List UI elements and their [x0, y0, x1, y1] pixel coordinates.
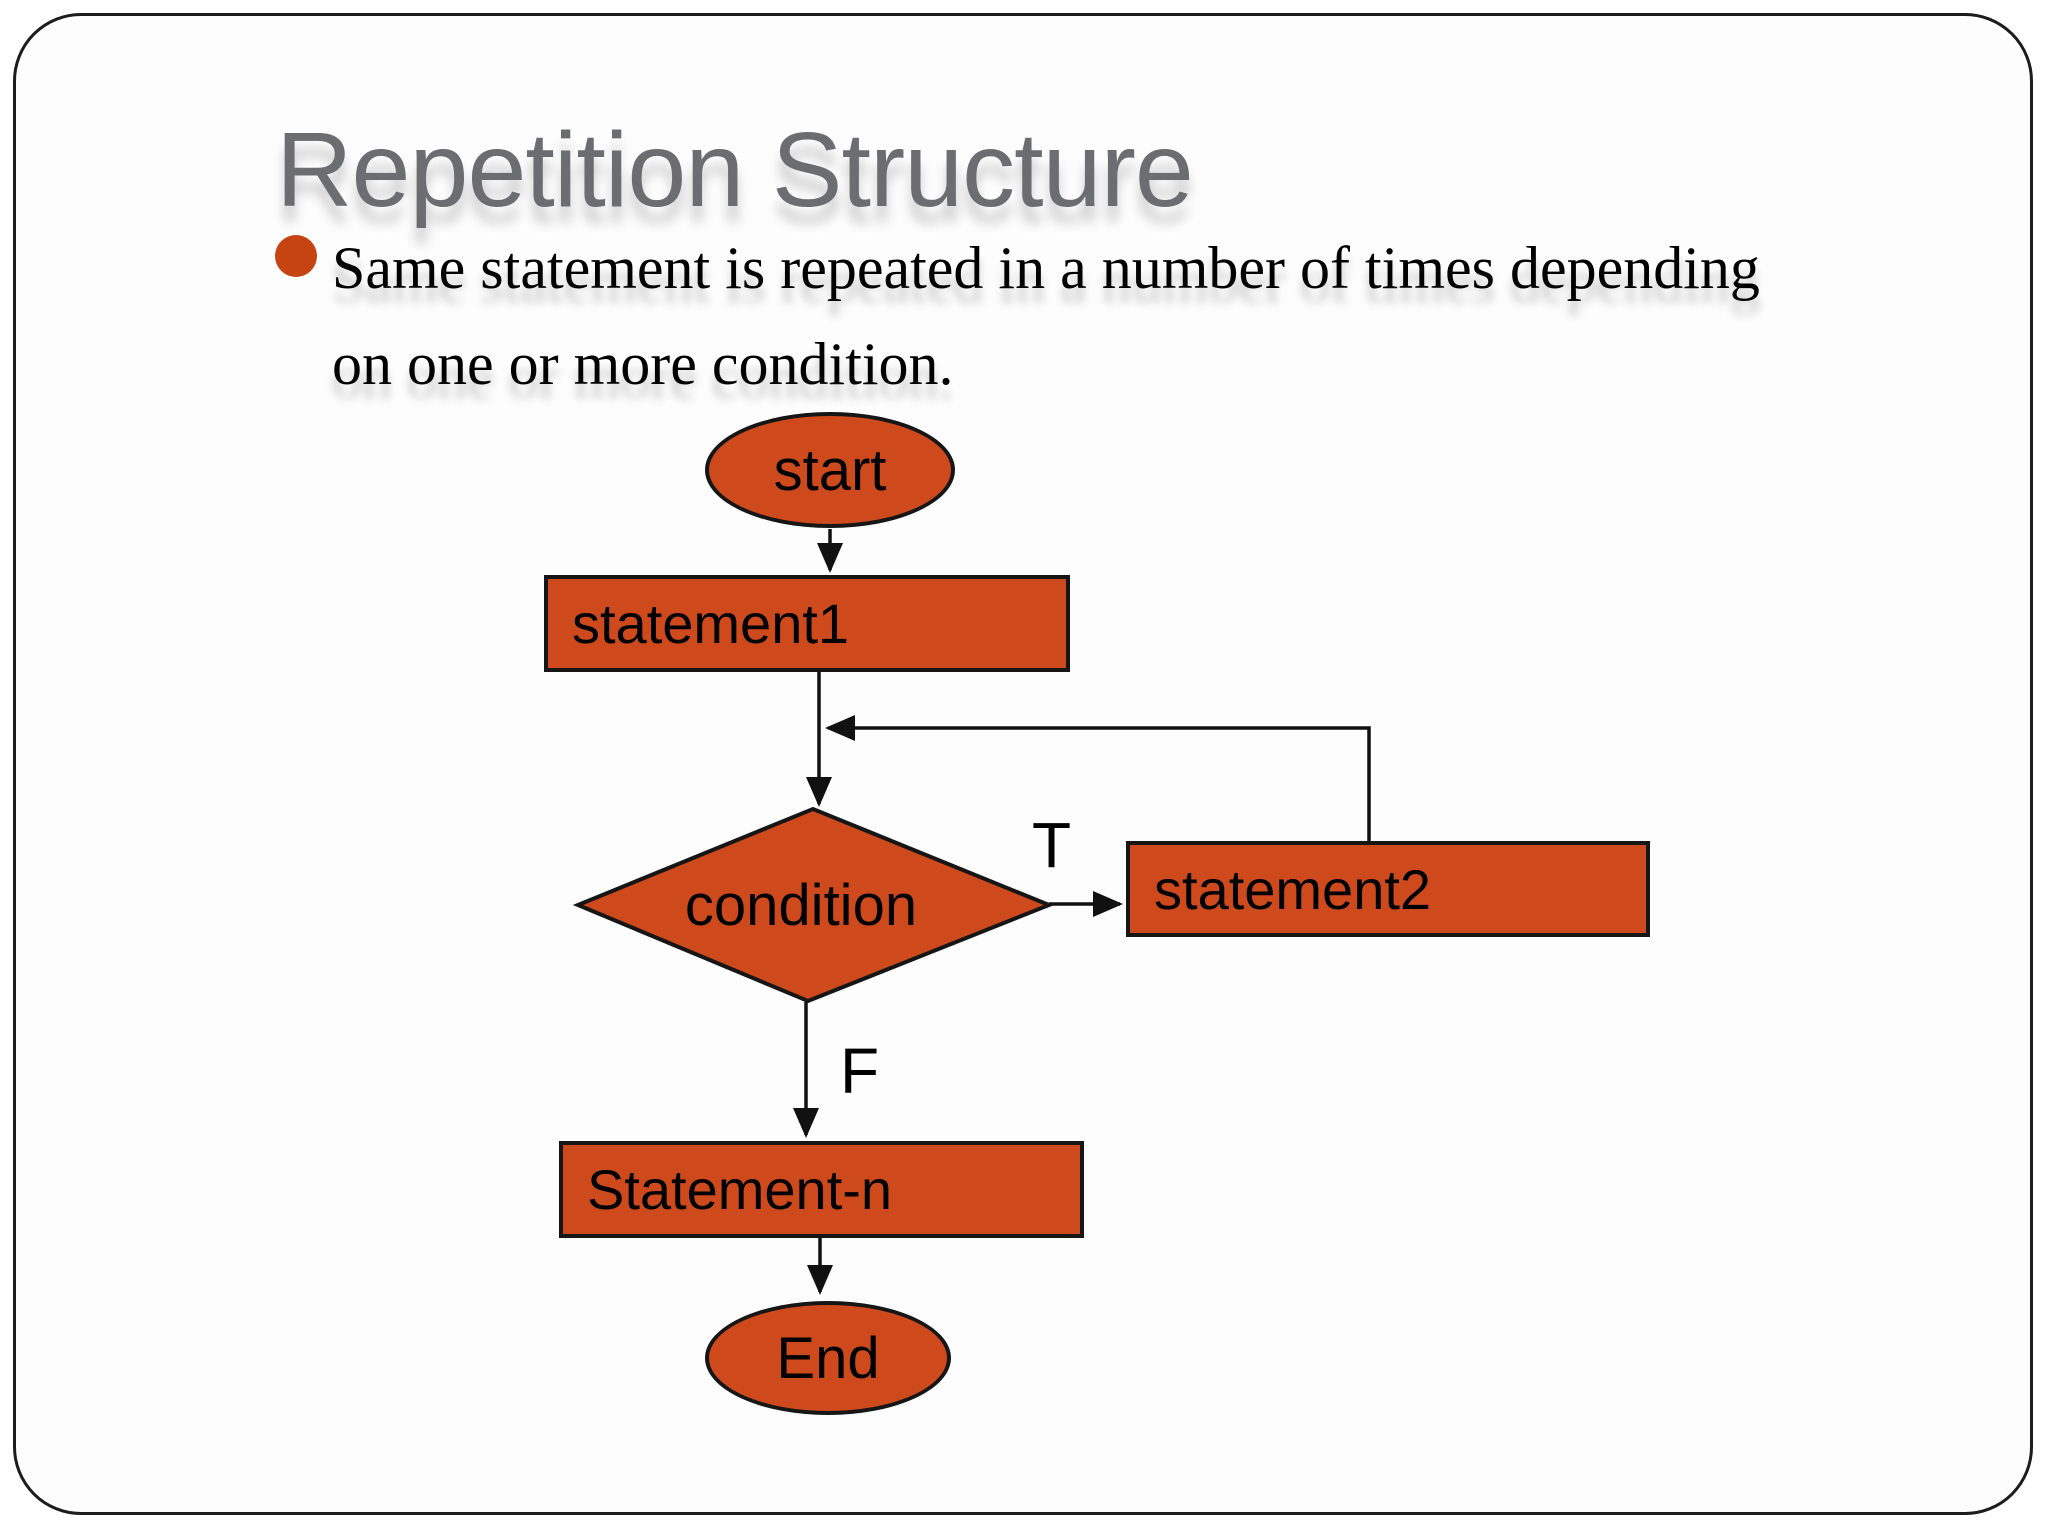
- flowchart-node-statement-n: Statement-n: [559, 1141, 1084, 1238]
- bullet-text-line-2: on one or more condition.: [332, 331, 954, 397]
- flowchart-node-end: End: [705, 1301, 951, 1415]
- false-branch-label: F: [840, 1035, 880, 1107]
- bullet-dot-icon: [275, 235, 317, 277]
- statement1-label: statement1: [572, 592, 850, 655]
- start-label: start: [773, 437, 887, 503]
- bullet-text: Same statement is repeated in a number o…: [332, 220, 2012, 412]
- statement-n-label: Statement-n: [587, 1158, 893, 1221]
- flowchart-node-statement1: statement1: [544, 575, 1070, 672]
- statement2-label: statement2: [1154, 857, 1432, 921]
- flowchart-node-statement2: statement2: [1126, 841, 1650, 937]
- bullet-text-line-1: Same statement is repeated in a number o…: [332, 235, 1760, 301]
- condition-label: condition: [684, 873, 918, 938]
- flowchart-node-start: start: [705, 412, 955, 528]
- true-branch-label: T: [1032, 809, 1072, 881]
- end-label: End: [776, 1325, 880, 1391]
- page-title: Repetition Structure: [276, 111, 1194, 229]
